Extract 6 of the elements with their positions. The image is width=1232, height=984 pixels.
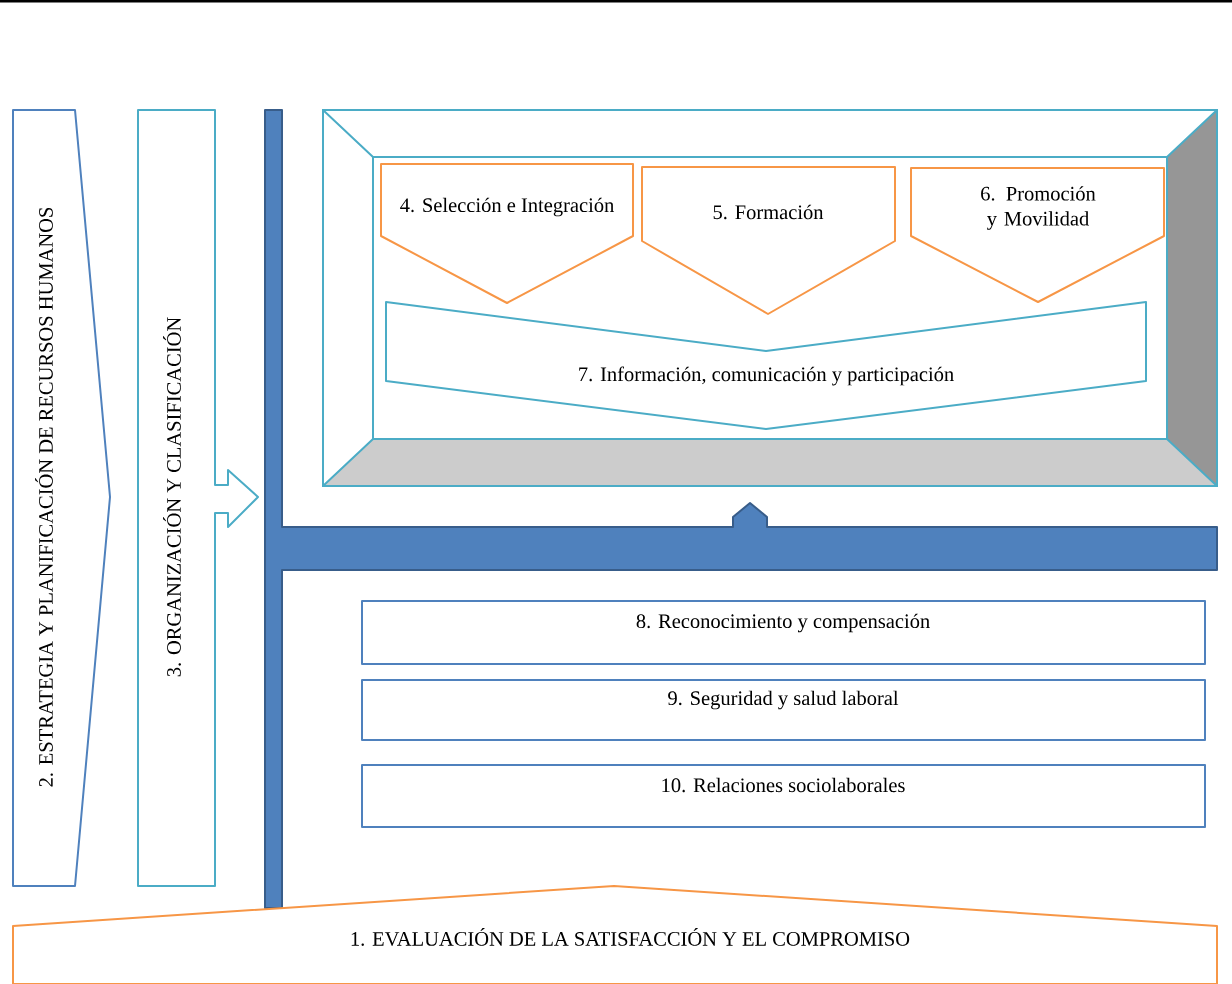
process-box: 10. Relaciones sociolaborales <box>361 764 1206 828</box>
arrow-callout-box: 3. ORGANIZACIÓN Y CLASIFICACIÓN <box>137 109 259 887</box>
process-box: 9. Seguridad y salud laboral <box>361 679 1206 741</box>
t-bar-shape <box>264 109 1218 909</box>
process-box: 8. Reconocimiento y compensación <box>361 600 1206 665</box>
bevel-frame <box>322 109 1218 487</box>
